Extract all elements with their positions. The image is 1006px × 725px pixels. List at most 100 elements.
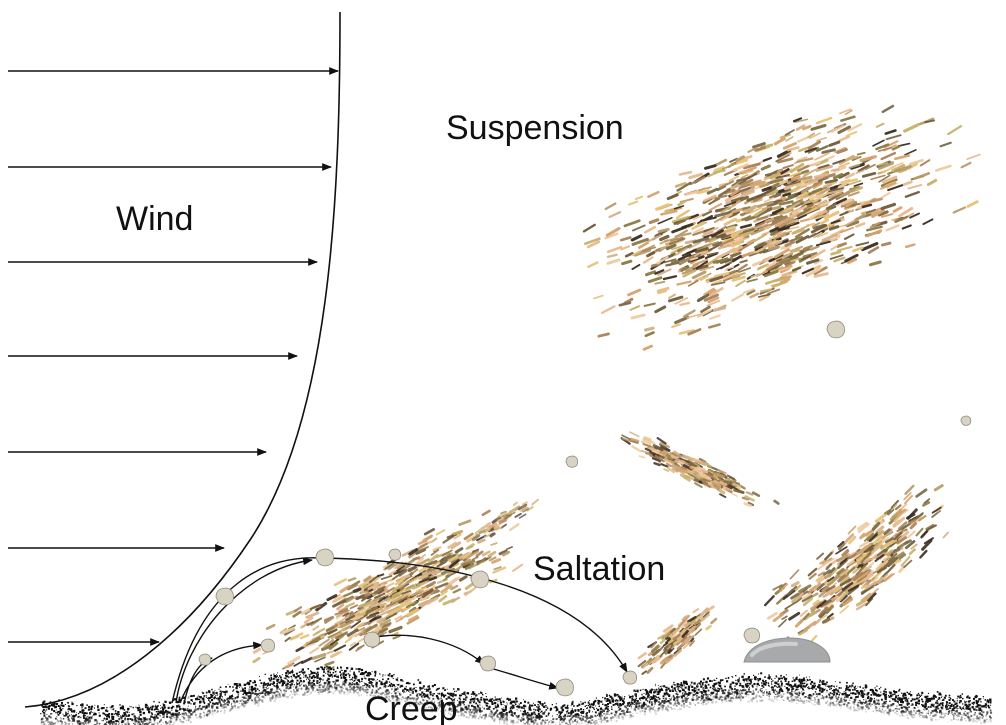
dust-particle — [394, 615, 403, 621]
dust-particle — [400, 574, 411, 580]
dust-particle — [483, 528, 491, 535]
dust-particle — [657, 227, 670, 233]
dust-particle — [644, 447, 652, 453]
dust-particle — [682, 454, 694, 462]
dust-particle — [368, 574, 380, 584]
dust-particle — [453, 533, 462, 540]
dust-particle — [787, 178, 798, 183]
dust-particle — [724, 192, 740, 202]
dust-particle — [709, 314, 721, 320]
dust-particle — [789, 162, 805, 174]
dust-particle — [921, 539, 933, 551]
dust-particle — [520, 506, 529, 513]
dust-particle — [621, 434, 631, 440]
dust-particle — [318, 638, 330, 647]
dust-particle — [660, 209, 678, 216]
dust-particle — [687, 634, 695, 641]
dust-particle — [345, 614, 356, 622]
dust-particle — [452, 529, 464, 536]
dust-particle — [680, 265, 690, 272]
dust-particle — [825, 563, 832, 571]
dust-particle — [346, 628, 359, 637]
dust-particle — [828, 191, 844, 202]
dust-particle — [807, 567, 818, 577]
dust-particle — [803, 620, 817, 632]
dust-particle — [440, 584, 453, 594]
dust-particle — [720, 235, 738, 244]
dust-particle — [631, 237, 649, 246]
dust-particle — [738, 184, 751, 190]
dust-particle — [735, 237, 749, 243]
dust-particle — [740, 190, 755, 198]
dust-particle — [813, 180, 823, 187]
dust-particle — [490, 542, 498, 546]
dust-particle — [284, 663, 293, 669]
dust-particle — [877, 146, 893, 152]
dust-particle — [730, 229, 744, 237]
dust-particle — [688, 462, 699, 469]
dust-particle — [730, 272, 746, 278]
dust-particle — [366, 613, 377, 620]
dust-particle — [719, 212, 733, 222]
dust-particle — [894, 215, 909, 223]
dust-particle — [764, 217, 775, 223]
dust-particle — [786, 146, 800, 152]
dust-particle — [837, 242, 847, 249]
dust-particle — [300, 608, 311, 615]
dust-particle — [826, 612, 834, 619]
dust-particle — [876, 548, 888, 557]
dust-particle — [841, 549, 850, 557]
dust-particle — [336, 603, 345, 611]
dust-particle — [429, 576, 438, 581]
dust-particle — [638, 455, 646, 459]
dust-particle — [374, 607, 383, 613]
dust-particle — [686, 468, 695, 474]
dust-particle — [812, 599, 820, 606]
dust-particle — [892, 516, 906, 528]
dust-particle — [638, 241, 649, 250]
dust-particle — [702, 194, 717, 202]
dust-particle — [648, 218, 660, 225]
dust-particle — [393, 584, 403, 590]
dust-particle — [697, 214, 713, 225]
dust-particle — [526, 506, 534, 512]
dust-particle — [838, 573, 849, 583]
dust-particle — [484, 527, 491, 532]
dust-particle — [819, 559, 828, 565]
dust-particle — [785, 194, 799, 201]
ground-surface — [40, 666, 993, 725]
saltation-sand-cloud-low — [637, 605, 718, 675]
dust-particle — [894, 528, 905, 537]
dust-particle — [843, 595, 852, 604]
dust-particle — [884, 556, 897, 569]
dust-particle — [398, 595, 409, 603]
dust-particle — [766, 201, 780, 208]
dust-particle — [402, 597, 413, 607]
dust-particle — [925, 523, 935, 531]
dust-particle — [781, 615, 788, 620]
dust-particle — [874, 554, 885, 562]
dust-particle — [514, 512, 522, 518]
dust-particle — [765, 189, 779, 197]
dust-particle — [397, 588, 406, 595]
dust-particle — [784, 240, 795, 247]
dust-particle — [966, 153, 981, 161]
dust-particle — [709, 287, 724, 297]
dust-particle — [801, 267, 815, 275]
dust-particle — [810, 124, 827, 131]
dust-particle — [815, 187, 830, 197]
sand-grain-icon — [260, 638, 276, 653]
dust-particle — [861, 203, 873, 209]
dust-particle — [898, 206, 914, 218]
dust-particle — [700, 613, 710, 622]
dust-particle — [779, 168, 790, 175]
dust-particle — [784, 129, 795, 136]
dust-particle — [659, 234, 670, 242]
dust-particle — [644, 331, 655, 338]
dust-particle — [420, 581, 428, 586]
dust-particle — [678, 619, 686, 628]
dust-particle — [332, 599, 347, 608]
dust-particle — [773, 234, 786, 240]
dust-particle — [384, 562, 395, 570]
dust-particle — [804, 199, 815, 205]
